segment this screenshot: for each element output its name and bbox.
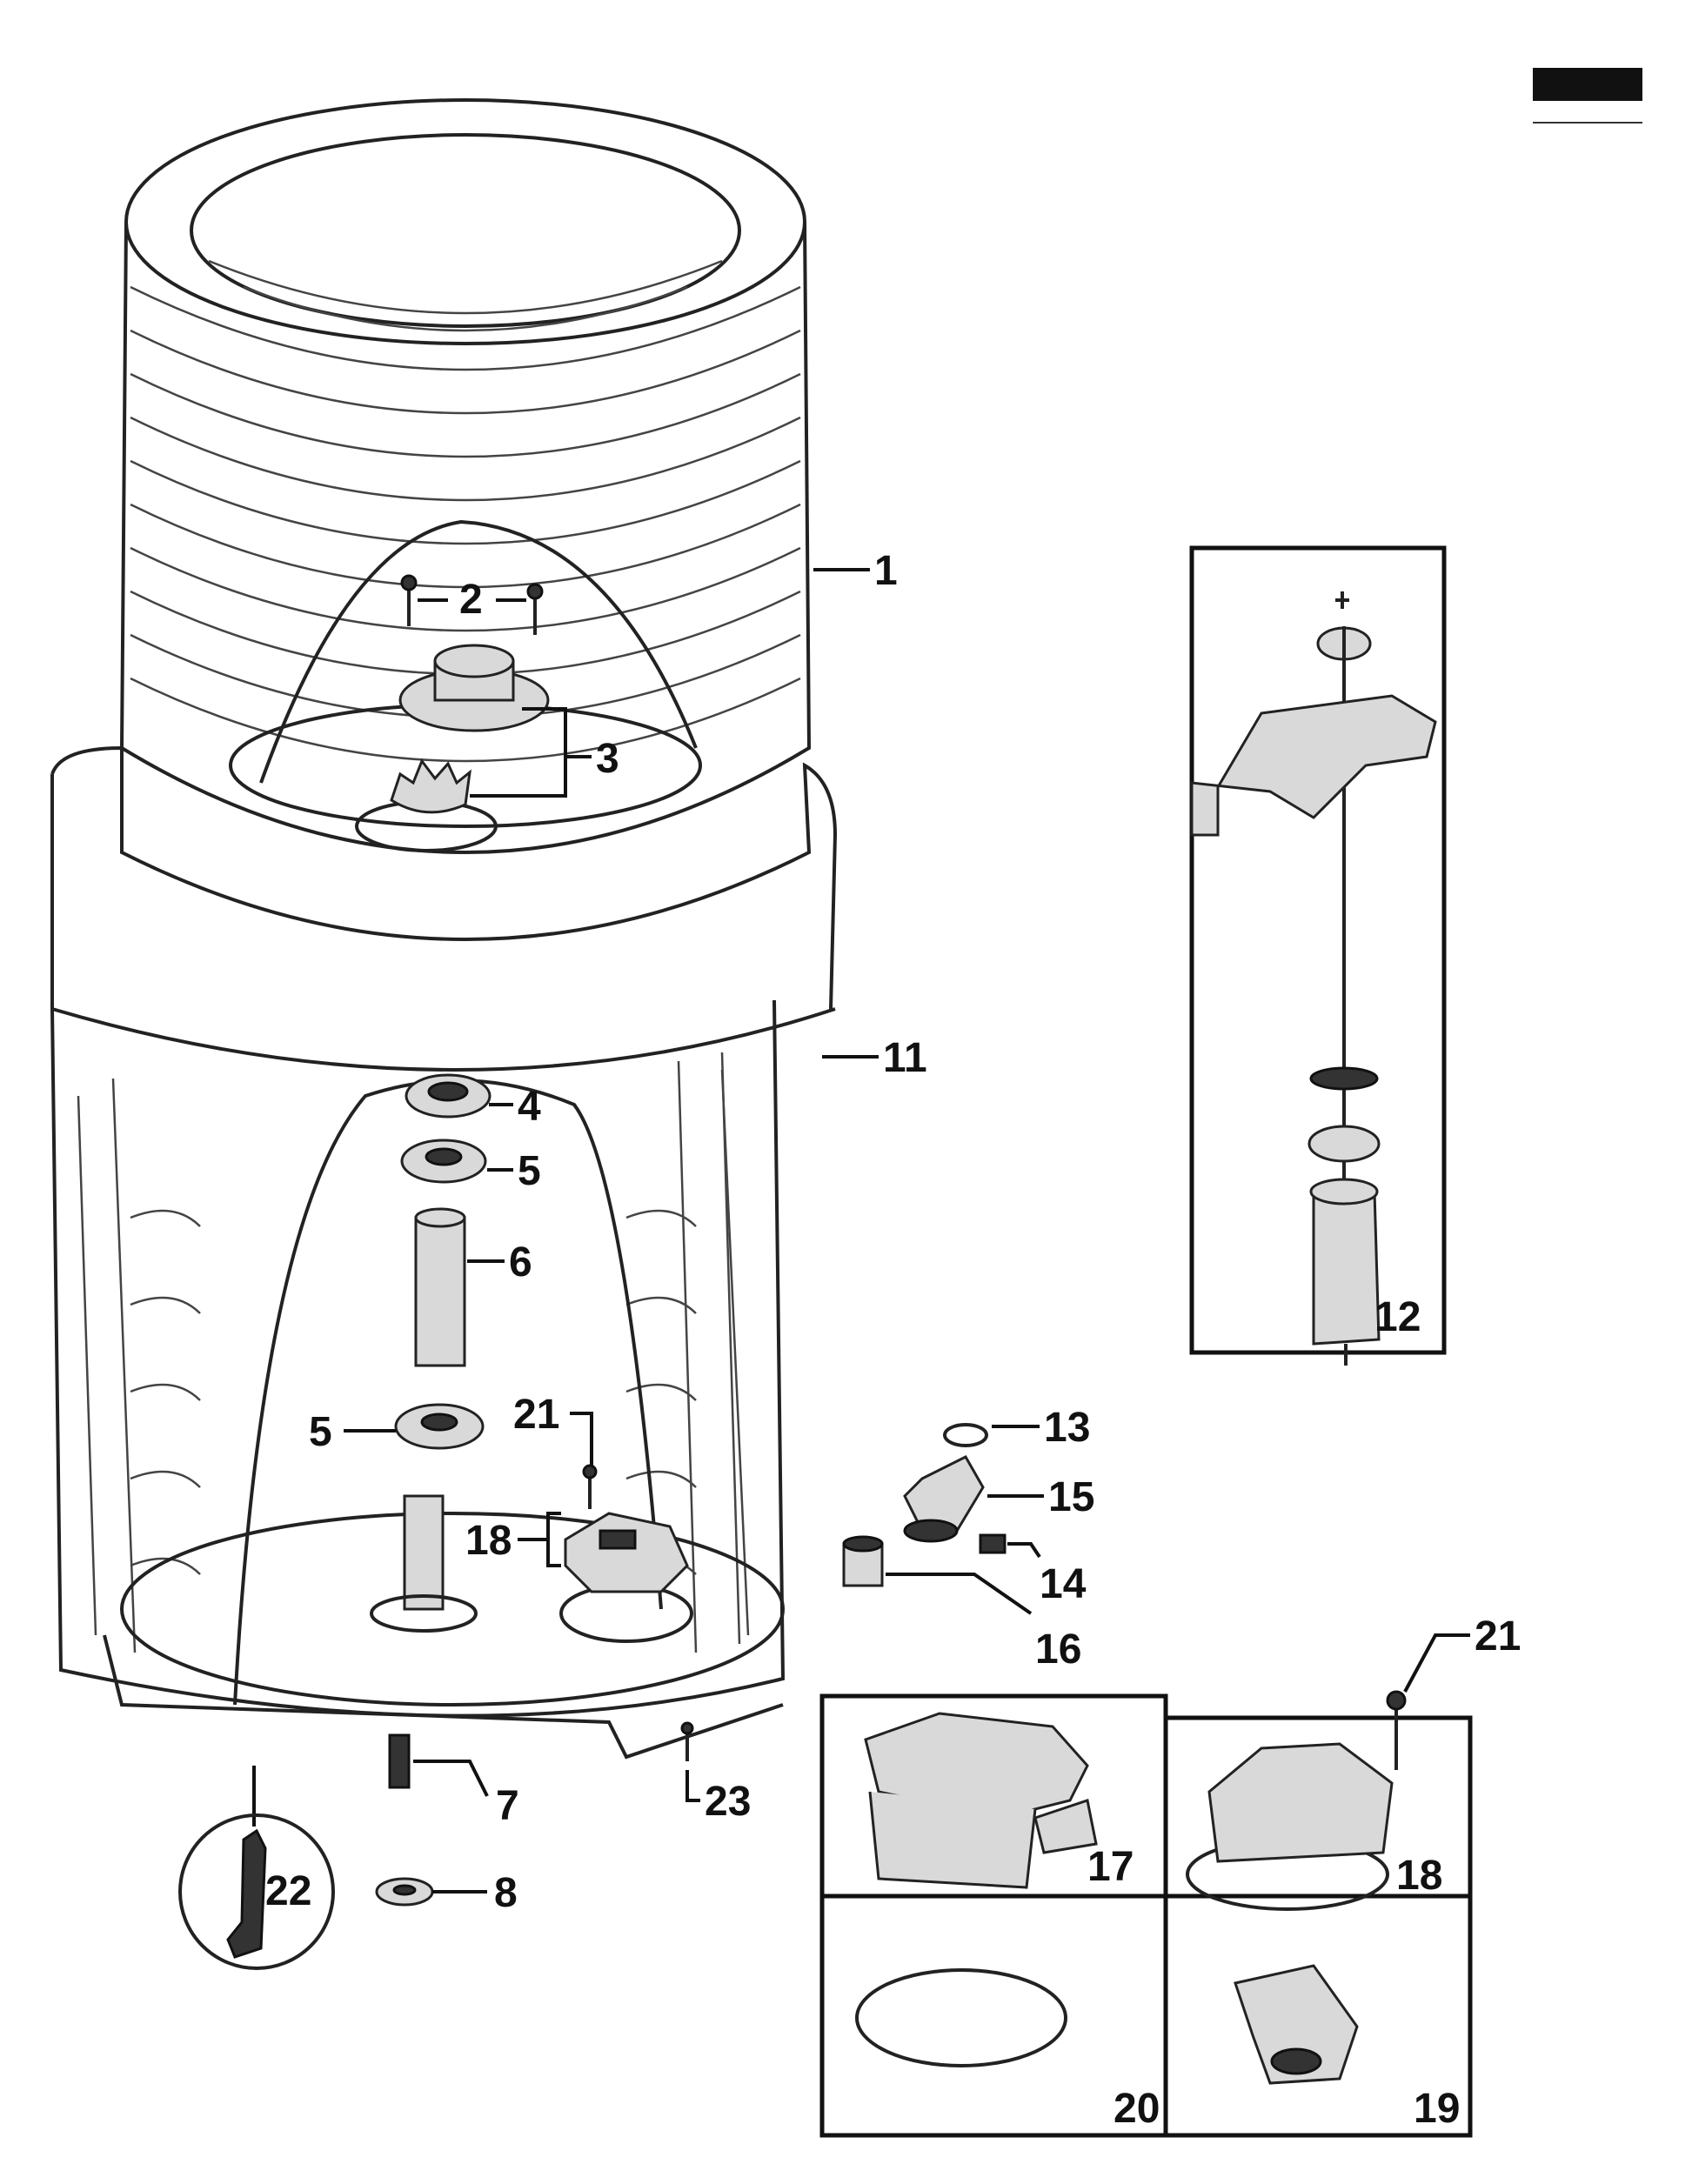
elbow-15	[903, 1455, 985, 1543]
nut-8	[375, 1877, 434, 1907]
callout-7: 7	[496, 1783, 519, 1829]
leader-lines	[344, 568, 1470, 1893]
callout-5-upper: 5	[518, 1148, 541, 1194]
callout-4: 4	[518, 1084, 541, 1130]
callout-20: 20	[1114, 2086, 1160, 2132]
callout-2: 2	[459, 577, 483, 623]
drive-hub-assembly	[355, 644, 550, 852]
logo-badge	[1533, 68, 1642, 101]
cap-16	[842, 1535, 884, 1587]
callout-3: 3	[596, 736, 619, 782]
callout-1: 1	[874, 548, 898, 594]
impeller-19	[1234, 1964, 1359, 2085]
pump-18-kit	[1186, 1690, 1407, 1911]
callout-8: 8	[494, 1870, 518, 1916]
spring-7	[388, 1733, 411, 1789]
callout-21-a: 21	[513, 1392, 559, 1438]
outer-tub	[50, 745, 838, 1760]
pump-18-on-tub	[559, 1512, 693, 1643]
clip-22-detail	[178, 1766, 335, 1970]
callout-18-b: 18	[1396, 1853, 1442, 1899]
suspension-rod-12	[1190, 591, 1437, 1366]
spin-basket	[119, 98, 812, 854]
callout-23: 23	[705, 1779, 751, 1825]
callout-11: 11	[883, 1035, 927, 1081]
screw-23	[680, 1721, 694, 1761]
clip-14	[979, 1533, 1007, 1554]
pump-kit-boxes	[819, 1693, 1473, 2138]
tube-6	[414, 1207, 466, 1367]
callout-13: 13	[1044, 1405, 1090, 1451]
callout-6: 6	[509, 1239, 532, 1286]
shaft	[370, 1494, 478, 1633]
callout-18-a: 18	[465, 1518, 512, 1564]
seal-4	[405, 1073, 492, 1119]
callout-labels: 1 2 3 4 5 6 5 21 18 7 8 22 23 11 12 13 1…	[265, 548, 1521, 2132]
callout-22: 22	[265, 1868, 311, 1914]
callout-14: 14	[1040, 1561, 1087, 1607]
callout-5-lower: 5	[309, 1409, 332, 1455]
callout-15: 15	[1048, 1474, 1094, 1520]
callout-16: 16	[1035, 1626, 1081, 1673]
o-ring-13	[943, 1423, 988, 1447]
screws-2	[400, 574, 544, 635]
box-12	[1189, 545, 1447, 1355]
pump-17	[864, 1712, 1098, 1889]
bearing-5-upper	[400, 1139, 487, 1184]
logo-subtext	[1533, 108, 1642, 124]
callout-12: 12	[1374, 1294, 1421, 1340]
screw-21-small	[582, 1464, 598, 1509]
callout-21-b: 21	[1475, 1613, 1521, 1660]
gasket-20	[855, 1968, 1067, 2067]
callout-17: 17	[1087, 1844, 1134, 1890]
callout-19: 19	[1414, 2086, 1460, 2132]
bearing-5-lower	[394, 1403, 485, 1450]
